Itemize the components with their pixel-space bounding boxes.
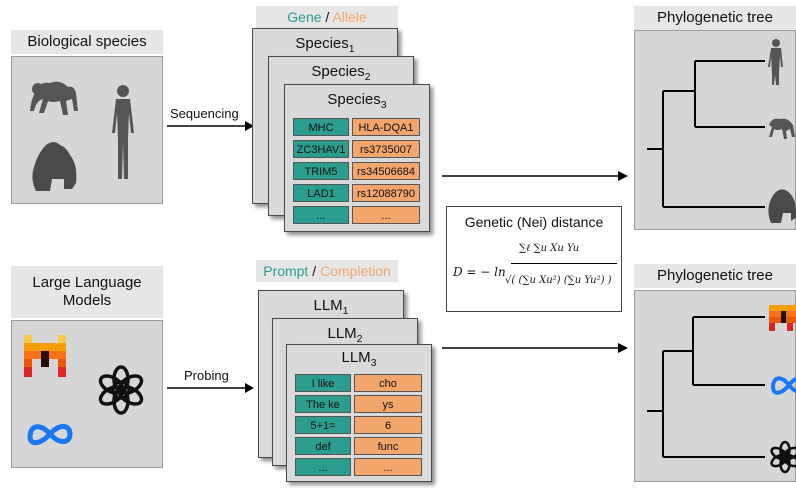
phylogenetic-tree-top	[647, 39, 796, 223]
biological-species-title: Biological species	[11, 30, 163, 54]
table-row-left: ZC3HAV1	[293, 140, 349, 158]
meta-logo-icon	[770, 376, 796, 395]
prompt-completion-header: Prompt / Completion	[256, 260, 398, 282]
gorilla-icon	[768, 189, 796, 223]
gene-allele-header: Gene / Allele	[256, 6, 398, 28]
table-row-left: TRIM5	[293, 162, 349, 180]
llm-title: Large Language Models	[11, 266, 163, 318]
table-row-right: 6	[354, 416, 422, 434]
mistral-logo-icon	[24, 335, 66, 377]
nei-distance-box: Genetic (Nei) distance D = − ln ∑ℓ ∑u Xu…	[446, 206, 622, 312]
human-icon	[768, 39, 783, 85]
top-tree-title: Phylogenetic tree	[634, 6, 796, 30]
species-panel	[11, 56, 163, 204]
table-row-left: I like	[295, 374, 351, 392]
table-row-left: 5+1=	[295, 416, 351, 434]
gorilla-icon	[32, 142, 77, 191]
table-row-right: ...	[354, 458, 422, 476]
mistral-logo-icon	[769, 305, 796, 331]
bottom-tree-title: Phylogenetic tree	[634, 264, 796, 288]
fraction-bar	[511, 263, 617, 264]
distance-title: Genetic (Nei) distance	[464, 214, 604, 230]
llm-card-3: LLM3 I like cho The ke ys 5+1= 6 def fun…	[286, 344, 432, 482]
species-card-3: Species3 MHC HLA-DQA1 ZC3HAV1 rs3735007 …	[284, 84, 430, 232]
probing-arrow	[167, 383, 254, 393]
table-row-left: ...	[295, 458, 351, 476]
table-row-left: The ke	[295, 395, 351, 413]
table-row-left: ...	[293, 206, 349, 224]
table-row-right: ys	[354, 395, 422, 413]
sequencing-label: Sequencing	[170, 106, 239, 121]
table-row-right: func	[354, 437, 422, 455]
probing-label: Probing	[184, 368, 229, 383]
table-row-right: ...	[352, 206, 420, 224]
table-row-right: rs12088790	[352, 184, 420, 202]
table-row-left: def	[295, 437, 351, 455]
table-row-right: rs3735007	[352, 140, 420, 158]
openai-logo-icon	[770, 440, 796, 474]
formula-denominator: √( (∑u Xu²) (∑u Yu²) )	[505, 275, 612, 286]
llm-panel	[11, 320, 163, 468]
top-to-tree-arrow	[442, 171, 628, 181]
top-tree-panel	[634, 30, 796, 230]
table-row-right: rs34506684	[352, 162, 420, 180]
bottom-to-tree-arrow	[442, 343, 628, 353]
table-row-left: MHC	[293, 118, 349, 136]
table-row-left: LAD1	[293, 184, 349, 202]
phylogenetic-tree-bottom	[647, 305, 796, 474]
sequencing-arrow	[167, 121, 254, 131]
formula-numerator: ∑ℓ ∑u Xu Yu	[519, 243, 580, 254]
formula-lhs: D = − ln	[453, 265, 506, 279]
table-row-right: cho	[354, 374, 422, 392]
chimpanzee-icon	[769, 118, 795, 139]
chimpanzee-icon	[30, 81, 78, 115]
meta-logo-icon	[27, 424, 73, 446]
bottom-tree-panel	[634, 290, 796, 482]
human-icon	[112, 85, 134, 179]
openai-logo-icon	[98, 365, 144, 415]
table-row-right: HLA-DQA1	[352, 118, 420, 136]
